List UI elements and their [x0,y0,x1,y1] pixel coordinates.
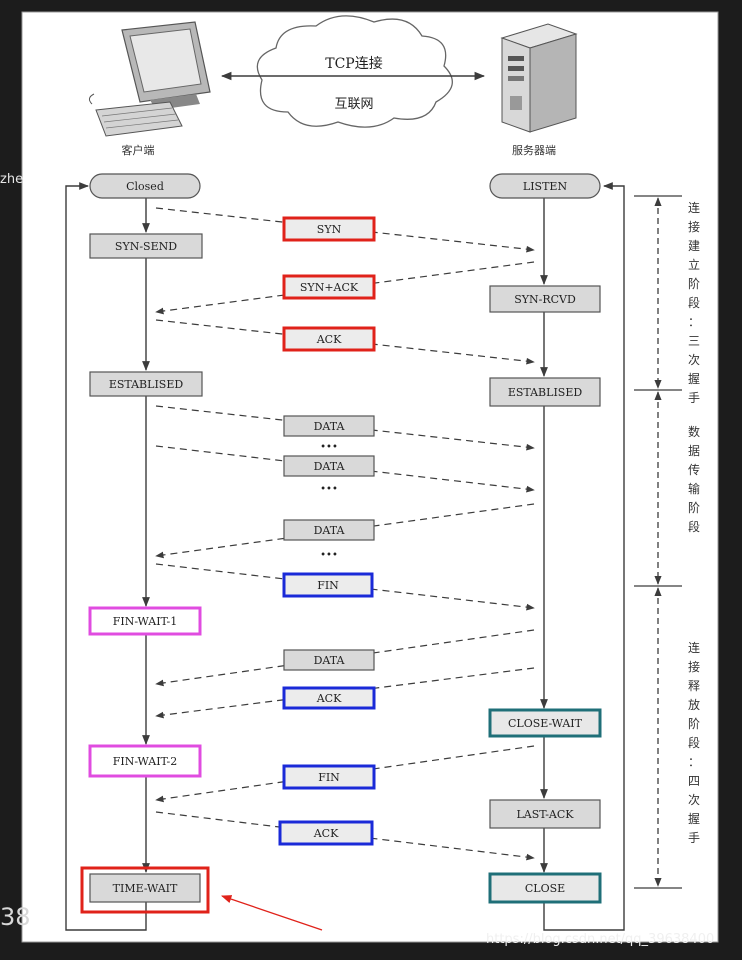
client-computer-icon [88,21,211,137]
client-state-closed: Closed [89,173,201,199]
server-state-syn-rcvd-label: SYN-RCVD [514,293,576,306]
message-data-2: DATA [283,455,375,477]
internet-cloud-icon [256,15,453,128]
client-timeline [65,182,150,931]
message-fin-server-label: FIN [318,771,340,784]
client-state-time-wait-label: TIME-WAIT [113,882,178,895]
ellipsis-3: ••• [320,550,338,561]
server-state-listen-label: LISTEN [523,180,568,193]
server-state-last-ack: LAST-ACK [489,799,601,829]
server-timeline [540,182,625,931]
highlight-arrow [221,895,323,931]
page-number: 38 [0,903,31,931]
client-state-fin-wait-1: FIN-WAIT-1 [88,606,202,636]
server-state-close: CLOSE [488,872,602,904]
message-data-1-label: DATA [314,420,346,433]
phase-brackets [634,195,682,889]
side-label: zhe [0,172,24,187]
server-state-established: ESTABLISED [489,377,601,407]
client-state-syn-send: SYN-SEND [89,233,203,259]
phase-release-label: 连接释放阶段：四次握手 [688,640,700,845]
client-state-fin-wait-1-label: FIN-WAIT-1 [113,615,177,628]
message-data-4: DATA [283,649,375,671]
message-syn-ack: SYN+ACK [282,274,376,300]
watermark-url: https://blog.csdn.net/qq_39638400 [486,932,715,947]
paper-border [21,11,719,943]
message-ack-server: ACK [282,686,376,710]
message-data-1: DATA [283,415,375,437]
server-state-listen: LISTEN [489,173,601,199]
tcp-connection-label: TCP连接 [325,55,382,72]
message-data-2-label: DATA [314,460,346,473]
client-state-time-wait: TIME-WAIT [80,866,210,914]
message-fin-client: FIN [282,572,374,598]
ellipsis-1: ••• [320,442,338,453]
server-state-syn-rcvd: SYN-RCVD [489,285,601,313]
ellipsis-2: ••• [320,484,338,495]
client-state-fin-wait-2-label: FIN-WAIT-2 [113,755,177,768]
server-icon [500,23,578,133]
message-syn: SYN [282,216,376,242]
message-data-3: DATA [283,519,375,541]
message-ack-handshake-label: ACK [316,333,342,346]
message-ack-handshake: ACK [282,326,376,352]
message-arrows [155,207,535,861]
server-state-last-ack-label: LAST-ACK [517,808,575,821]
internet-label: 互联网 [334,97,373,112]
message-syn-label: SYN [317,223,342,236]
client-state-closed-label: Closed [126,180,164,193]
server-state-close-label: CLOSE [525,882,565,895]
client-state-syn-send-label: SYN-SEND [115,240,177,253]
message-fin-server: FIN [282,764,376,790]
message-data-4-label: DATA [314,654,346,667]
message-fin-client-label: FIN [317,579,339,592]
phase-transfer-label: 数据传输阶段 [688,424,700,534]
client-state-established-label: ESTABLISED [109,378,184,391]
message-ack-server-label: ACK [316,692,342,705]
server-state-close-wait: CLOSE-WAIT [488,708,602,738]
phase-establish-label: 连接建立阶段：三次握手 [688,200,700,405]
client-state-fin-wait-2: FIN-WAIT-2 [88,744,202,778]
server-state-established-label: ESTABLISED [508,386,583,399]
message-ack-client-label: ACK [313,827,339,840]
server-state-close-wait-label: CLOSE-WAIT [508,717,583,730]
server-label: 服务器端 [512,144,556,157]
client-state-established: ESTABLISED [89,371,203,397]
message-syn-ack-label: SYN+ACK [300,281,359,294]
message-data-3-label: DATA [314,524,346,537]
message-ack-client: ACK [278,820,374,846]
client-label: 客户端 [122,143,155,157]
